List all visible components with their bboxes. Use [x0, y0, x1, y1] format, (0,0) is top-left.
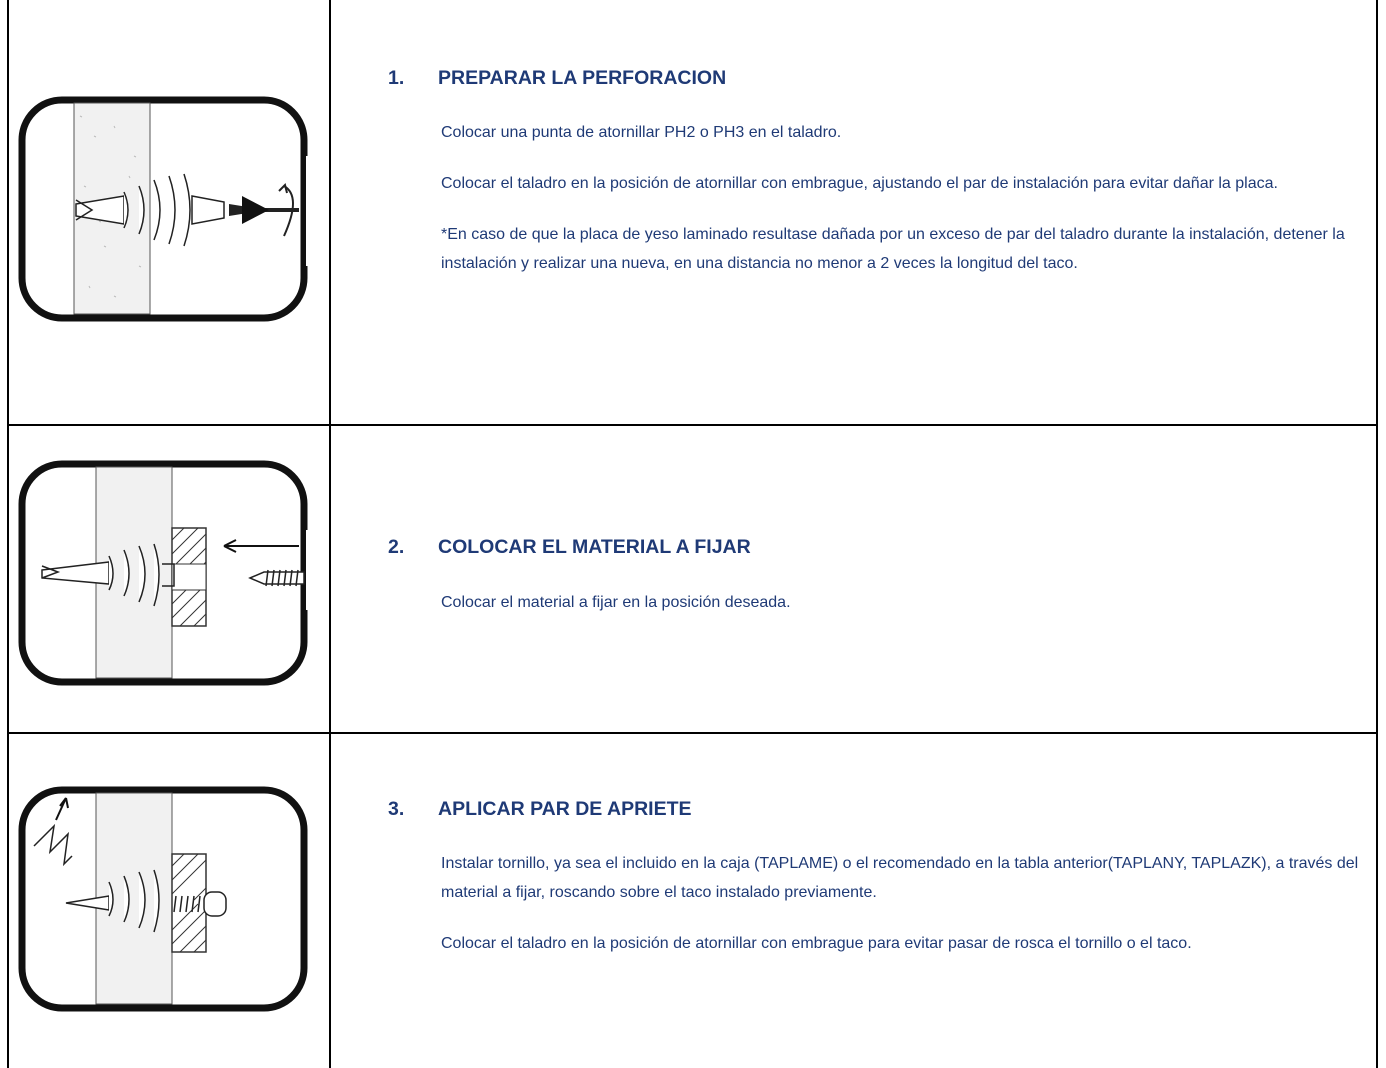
row-divider	[7, 732, 1378, 734]
step-1-paragraph-3: *En caso de que la placa de yeso laminad…	[441, 226, 1345, 272]
step-number: 1.	[388, 67, 405, 89]
step-number: 3.	[388, 798, 405, 820]
step-1-content: 1. PREPARAR LA PERFORACION Colocar una pu…	[388, 66, 1372, 278]
step-2-illustration	[14, 460, 314, 688]
step-3-paragraph-2: Colocar el taladro en la posición de ato…	[441, 935, 1192, 952]
step-3-paragraph-1: Instalar tornillo, ya sea el incluido en…	[441, 855, 1359, 901]
step-1-paragraph-2: Colocar el taladro en la posición de ato…	[441, 175, 1278, 192]
step-title: PREPARAR LA PERFORACION	[438, 67, 727, 89]
step-1-paragraph-1: Colocar una punta de atornillar PH2 o PH…	[441, 124, 842, 141]
anchor-drill-illustration	[18, 96, 314, 322]
table-border-left	[7, 0, 9, 1068]
step-2-heading: 2. COLOCAR EL MATERIAL A FIJAR	[388, 535, 1372, 559]
column-divider	[329, 0, 331, 1068]
step-title: APLICAR PAR DE APRIETE	[438, 798, 692, 820]
step-3-content: 3. APLICAR PAR DE APRIETE Instalar tornil…	[388, 797, 1372, 958]
table-border-right	[1376, 0, 1378, 1068]
tightening-illustration	[18, 786, 308, 1012]
step-3-illustration	[14, 786, 314, 1014]
row-divider	[7, 424, 1378, 426]
step-2-content: 2. COLOCAR EL MATERIAL A FIJAR Colocar el…	[388, 535, 1372, 617]
step-number: 2.	[388, 536, 405, 558]
step-title: COLOCAR EL MATERIAL A FIJAR	[438, 536, 751, 558]
step-3-heading: 3. APLICAR PAR DE APRIETE	[388, 797, 1372, 821]
step-1-heading: 1. PREPARAR LA PERFORACION	[388, 66, 1372, 90]
step-2-paragraph-1: Colocar el material a fijar en la posici…	[441, 594, 791, 611]
material-placement-illustration	[18, 460, 314, 686]
step-1-illustration	[14, 96, 314, 324]
